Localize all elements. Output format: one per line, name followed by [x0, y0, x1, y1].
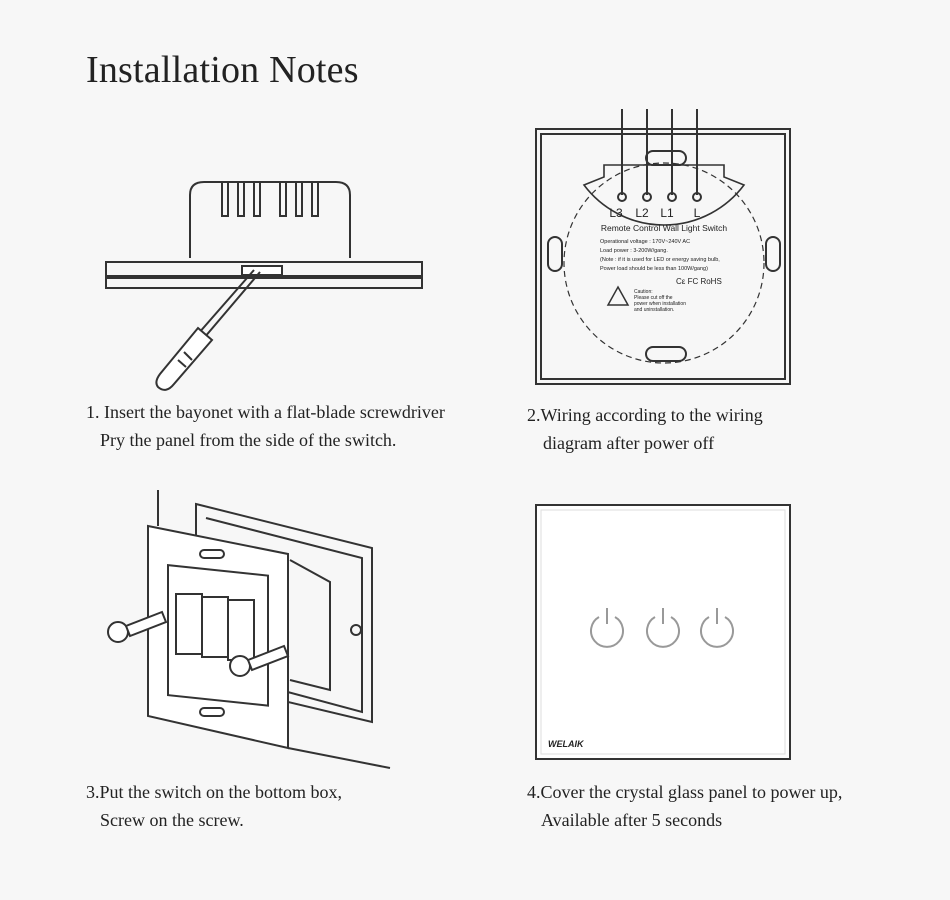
step3-illustration: [100, 490, 395, 770]
step4-glass-panel: WELAIK: [535, 504, 791, 760]
step4-caption: 4.Cover the crystal glass panel to power…: [527, 778, 842, 834]
terminal-label: L2: [635, 206, 649, 220]
spec-line: Power load should be less than 100W/gang…: [600, 266, 708, 272]
caution-text: and uninstallation.: [634, 307, 674, 313]
step4-line2: Available after 5 seconds: [541, 810, 723, 830]
step2-line2: diagram after power off: [543, 433, 715, 453]
step1-line2: Pry the panel from the side of the switc…: [100, 430, 397, 450]
step1-caption: 1. Insert the bayonet with a flat-blade …: [86, 398, 445, 454]
spec-line: Load power : 3-200W/gang.: [600, 248, 668, 254]
terminal-label: L1: [660, 206, 674, 220]
caution-text: Please cut off the: [634, 295, 673, 301]
product-name: Remote Control Wall Light Switch: [601, 223, 728, 233]
step2-line1: 2.Wiring according to the wiring: [527, 405, 763, 425]
step1-line1: 1. Insert the bayonet with a flat-blade …: [86, 402, 445, 422]
step2-caption: 2.Wiring according to the wiring diagram…: [527, 401, 763, 457]
step3-caption: 3.Put the switch on the bottom box, Scre…: [86, 778, 342, 834]
terminal-label: L: [694, 206, 701, 220]
spec-line: Operational voltage : 170V~240V AC: [600, 239, 690, 245]
brand-logo: WELAIK: [548, 739, 585, 749]
step3-line2: Screw on the screw.: [100, 810, 244, 830]
caution-text: power when installation: [634, 301, 686, 307]
step1-illustration: [100, 170, 430, 395]
spec-line: (Note : if it is used for LED or energy …: [600, 257, 720, 263]
cert-marks: Cε FC RoHS: [676, 277, 722, 286]
terminal-label: L3: [609, 206, 623, 220]
caution-text: Caution:: [634, 289, 653, 295]
step3-line1: 3.Put the switch on the bottom box,: [86, 782, 342, 802]
page-title: Installation Notes: [86, 49, 359, 91]
step2-wiring-diagram: L3 L2 L1 L Remote Control Wall Light Swi…: [534, 105, 794, 387]
step4-line1: 4.Cover the crystal glass panel to power…: [527, 782, 843, 802]
